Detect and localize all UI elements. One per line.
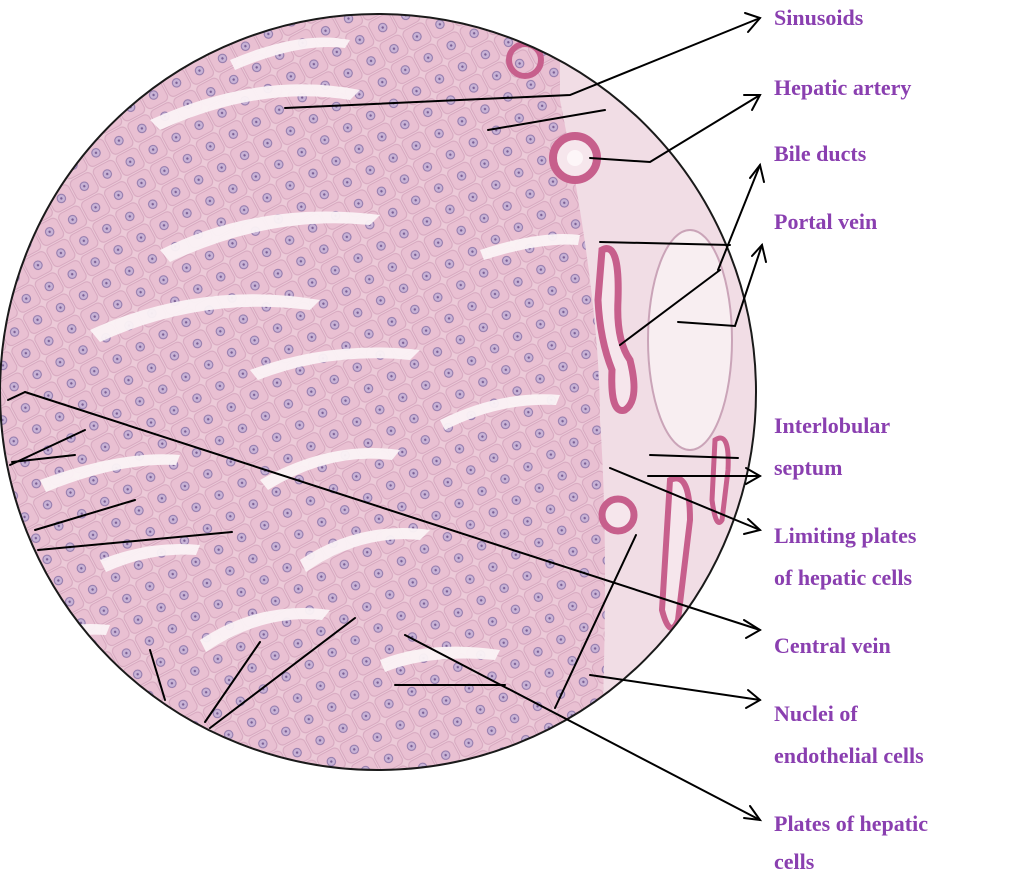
label-limiting-plates-line1: Limiting plates bbox=[774, 520, 916, 552]
label-sinusoids: Sinusoids bbox=[774, 2, 863, 34]
label-nuclei-endothelial-line1: Nuclei of bbox=[774, 698, 858, 730]
label-central-vein: Central vein bbox=[774, 630, 891, 662]
label-interlobular-septum-line1: Interlobular bbox=[774, 410, 890, 442]
label-limiting-plates-line2: of hepatic cells bbox=[774, 562, 912, 594]
label-plates-hepatic-line2: cells bbox=[774, 846, 814, 878]
label-nuclei-endothelial-line2: endothelial cells bbox=[774, 740, 924, 772]
label-hepatic-artery: Hepatic artery bbox=[774, 72, 911, 104]
label-bile-ducts: Bile ducts bbox=[774, 138, 866, 170]
label-interlobular-septum-line2: septum bbox=[774, 452, 842, 484]
portal-vein-lumen bbox=[648, 230, 732, 450]
label-portal-vein: Portal vein bbox=[774, 206, 877, 238]
label-plates-hepatic-line1: Plates of hepatic bbox=[774, 808, 928, 840]
